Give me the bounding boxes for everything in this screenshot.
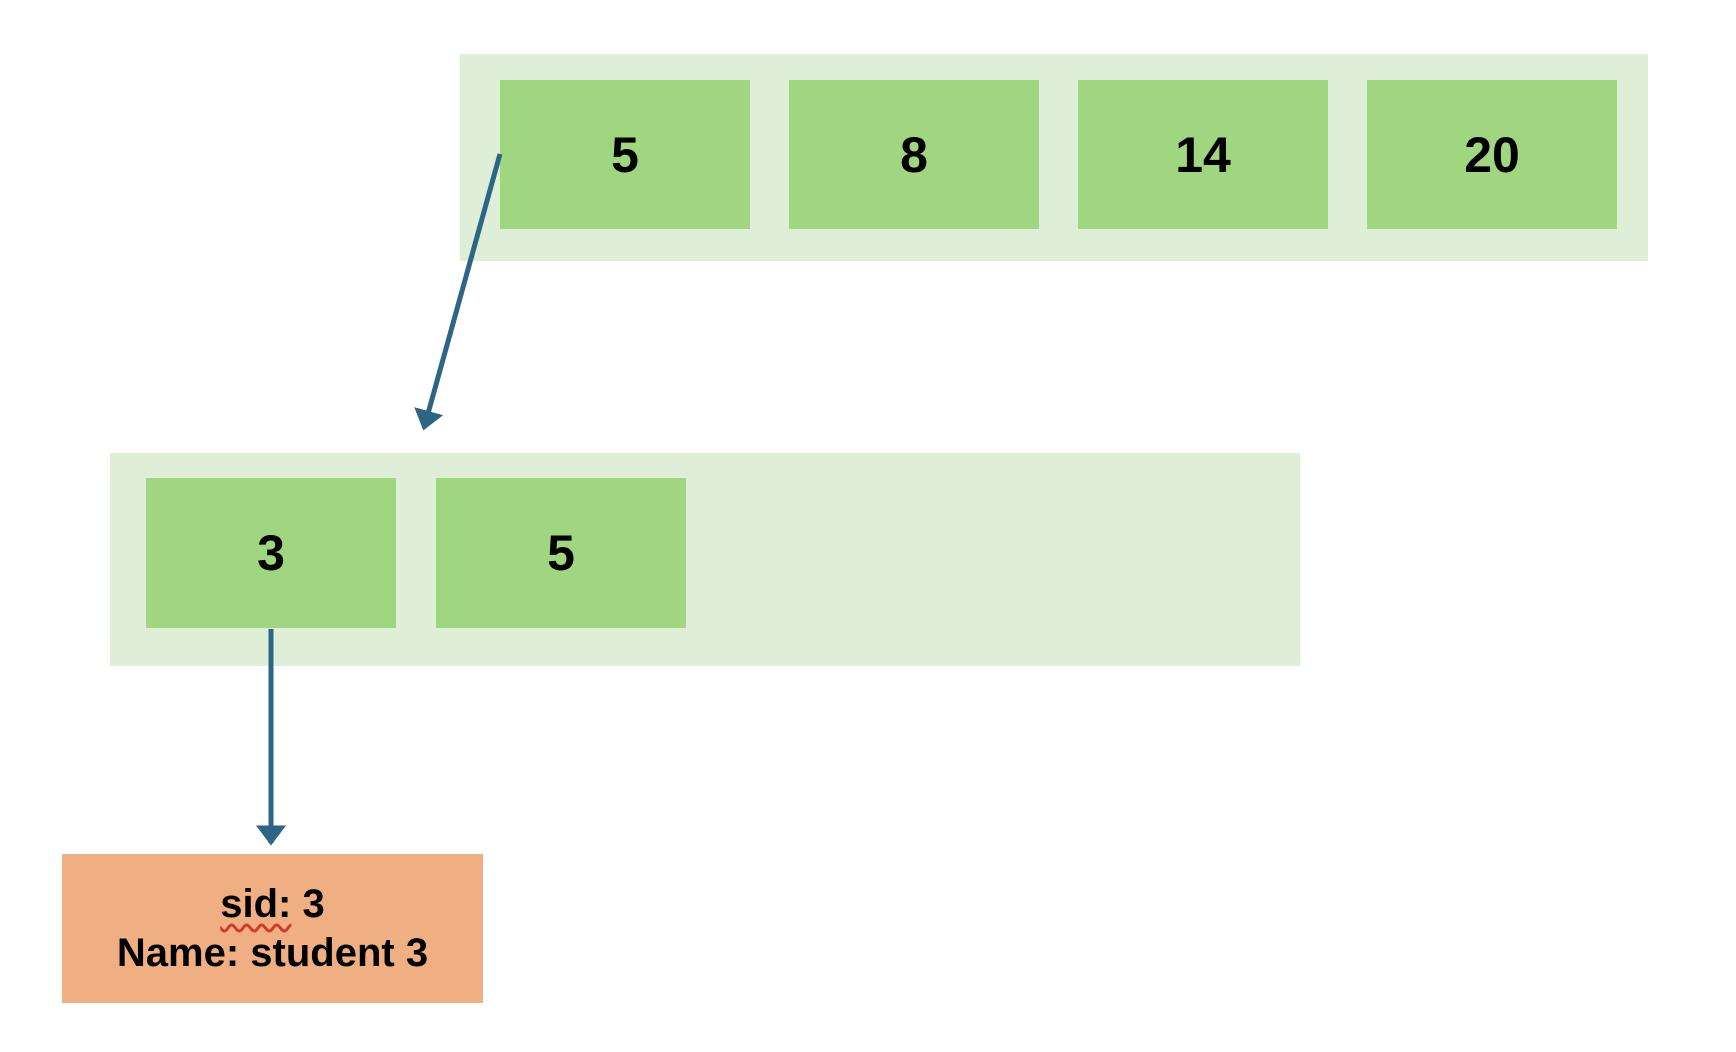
index-root-node: 5 8 14 20 bbox=[460, 54, 1648, 261]
root-key-cell-5: 5 bbox=[500, 80, 750, 229]
record-name-line: Name: student 3 bbox=[116, 930, 429, 975]
record-box: sid: 3 Name: student 3 bbox=[62, 854, 483, 1003]
root-key-cell-8: 8 bbox=[789, 80, 1039, 229]
record-sid-line: sid: 3 bbox=[220, 880, 324, 929]
leaf-key-cell-3: 3 bbox=[146, 478, 396, 628]
root-key-cell-14: 14 bbox=[1078, 80, 1328, 229]
root-key-cell-20: 20 bbox=[1367, 80, 1617, 229]
record-sid-label: sid: bbox=[220, 881, 292, 926]
record-sid-value: 3 bbox=[291, 881, 325, 926]
index-leaf-node: 3 5 bbox=[110, 453, 1300, 666]
leaf-key-cell-5: 5 bbox=[436, 478, 686, 628]
